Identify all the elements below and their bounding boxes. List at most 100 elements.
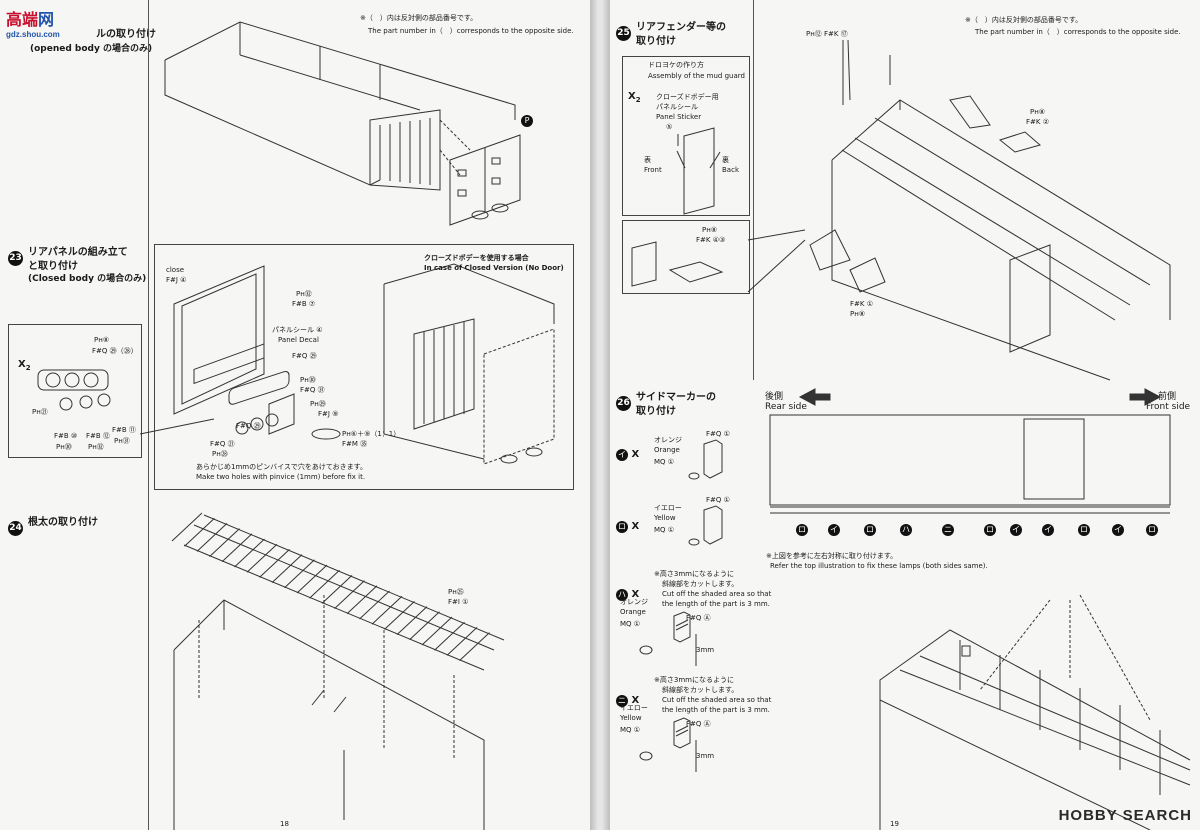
p-badge: P — [521, 108, 533, 127]
crossmember-rib — [359, 590, 390, 620]
crossmember-rib — [409, 611, 440, 641]
marker-ha-fq: F#Q Ⓐ — [686, 614, 711, 622]
step22-subtitle: (opened body の場合のみ) — [30, 44, 153, 54]
step25-number: 25 — [616, 20, 631, 41]
crossmember-rib — [334, 580, 365, 609]
crossmember-drawing — [171, 512, 505, 830]
lamp-cluster-drawing — [37, 369, 111, 411]
rear-panel-drawing — [139, 263, 555, 465]
rp-fq29a: F#Q ㉙ — [292, 352, 317, 360]
crossmember-rib — [284, 559, 315, 589]
top-label-0: Pн⑫ F#K ⑰ — [806, 30, 848, 38]
crossmember-rib — [196, 523, 228, 552]
crossmember-rib — [371, 595, 403, 625]
right-page: ※（ ）内は反対側の部品番号です。 The part number in（ ）c… — [610, 0, 1200, 830]
sticker-no: ⑤ — [666, 123, 673, 131]
marker-ha-mq: MQ ① — [620, 620, 641, 628]
marker-ro-en: Yellow — [654, 514, 676, 522]
rp-pn29: Pн㉙ — [310, 400, 326, 408]
right-page-number: 19 — [890, 820, 899, 828]
top-label-2: F#K ② — [1026, 118, 1049, 126]
rp-pn30: Pн㉚ — [300, 376, 316, 384]
marker-list: イ X オレンジ Orange MQ ① F#Q ① ロ X イエロー Yell… — [616, 430, 771, 820]
mud-label-0: Pн⑧ — [702, 226, 718, 234]
marker-ro-fq: F#Q ① — [706, 496, 730, 504]
rp-fb7: F#B ⑦ — [292, 300, 316, 308]
front-side-jp: 前側 — [1158, 392, 1177, 402]
inset-label-6: Pн㉜ — [88, 443, 104, 451]
step24-number: 24 — [8, 515, 23, 536]
front-en: Front — [644, 166, 662, 174]
rp-close: close — [166, 266, 185, 274]
mudguard-title-jp: ドロヨケの作り方 — [648, 61, 704, 69]
inset-label-4: Pн㉚ — [56, 443, 72, 451]
marker-ni: ニ X — [616, 695, 640, 707]
step26-number: 26 — [616, 390, 631, 411]
lamp-badge: イ — [1010, 524, 1022, 536]
marker-ha-jp: オレンジ — [620, 598, 648, 606]
crossmember-rib — [309, 569, 340, 599]
lamp-badge: ロ — [796, 524, 808, 536]
crossmember-rib — [259, 549, 290, 578]
mud-label-1: F#K ④③ — [696, 236, 726, 244]
rp-fq21: F#Q ㉑ — [210, 440, 235, 448]
inset-label-3: F#B ⑩ — [54, 432, 78, 440]
front-side-en: Front side — [1146, 402, 1191, 412]
crossmember-rib — [271, 554, 303, 583]
book-gutter — [590, 0, 610, 830]
crossmember-rib — [184, 517, 215, 547]
marker-i-jp: オレンジ — [654, 436, 682, 444]
lamp-badge: ロ — [864, 524, 876, 536]
mudguard-marker: X2 — [628, 91, 641, 104]
lamp-badge: ニ — [942, 524, 954, 536]
front-jp: 表 — [644, 156, 651, 164]
pinvise-en: Make two holes with pinvice (1mm) before… — [196, 473, 366, 481]
cut-jp2: 斜線部をカットします。 — [662, 580, 739, 588]
marker-ro-mq: MQ ① — [654, 526, 675, 534]
crossmember-rib — [296, 564, 328, 594]
rp-fj4: F#J ④ — [166, 276, 187, 284]
crossmember-rib — [384, 601, 415, 630]
crossmember-rib — [459, 632, 490, 661]
crossmember-rib — [209, 528, 240, 557]
open-body-illustration — [164, 21, 521, 226]
step22-title: ルの取り付け — [96, 29, 156, 40]
cut-en1-b: Cut off the shaded area so that — [662, 696, 772, 704]
crossmember-rib — [421, 616, 453, 646]
rp-pn6: Pн⑥＋⑨（1：1） — [342, 430, 401, 438]
ref-note-en: Refer the top illustration to fix these … — [770, 562, 988, 570]
step24-label-1: F#I ① — [448, 598, 469, 606]
top-label-1: Pн⑧ — [1030, 108, 1046, 116]
fender-chassis-drawing — [631, 39, 1171, 381]
step24-label-0: Pн㉕ — [448, 588, 464, 596]
lamp-badge: ハ — [900, 524, 912, 536]
crossmember-rib — [396, 606, 428, 635]
rp-fq31: F#Q ㉛ — [300, 386, 325, 394]
chassis-isometric-drawing — [879, 594, 1191, 830]
inset-marker: X2 — [18, 359, 31, 372]
pinvise-jp: あらかじめ1mmのピンバイスで穴をあけておきます。 — [196, 463, 367, 471]
marker-ni-mq: MQ ① — [620, 726, 641, 734]
right-note-en: The part number in（ ）corresponds to the … — [975, 28, 1181, 36]
ref-note-jp: ※上図を参考に左右対称に取り付けます。 — [766, 552, 898, 560]
left-page-number: 18 — [280, 820, 289, 828]
side-view-drawing — [769, 388, 1171, 514]
crossmember-rib — [446, 627, 478, 656]
lamp-badge: ロ — [1078, 524, 1090, 536]
sticker-en: Panel Sticker — [656, 113, 702, 121]
marker-ni-en: Yellow — [620, 714, 642, 722]
marker-i-fq: F#Q ① — [706, 430, 730, 438]
rp-panel-jp: パネルシール ④ — [272, 326, 323, 334]
marker-ha: ハ X — [616, 589, 640, 601]
step23-frame — [154, 244, 574, 490]
left-note-en: The part number in（ ）corresponds to the … — [368, 27, 574, 35]
back-en: Back — [722, 166, 739, 174]
mudguard-install-box — [622, 220, 750, 294]
cut-en2-b: the length of the part is 3 mm. — [662, 706, 770, 714]
step25-title1: リアフェンダー等の — [636, 22, 726, 33]
rp-fj9: F#J ⑨ — [318, 410, 339, 418]
watermark-brand: 高端 — [6, 12, 39, 29]
left-note-jp: ※（ ）内は反対側の部品番号です。 — [360, 14, 478, 22]
step23-title2: と取り付け — [28, 261, 78, 272]
rear-side-en: Rear side — [765, 402, 807, 412]
